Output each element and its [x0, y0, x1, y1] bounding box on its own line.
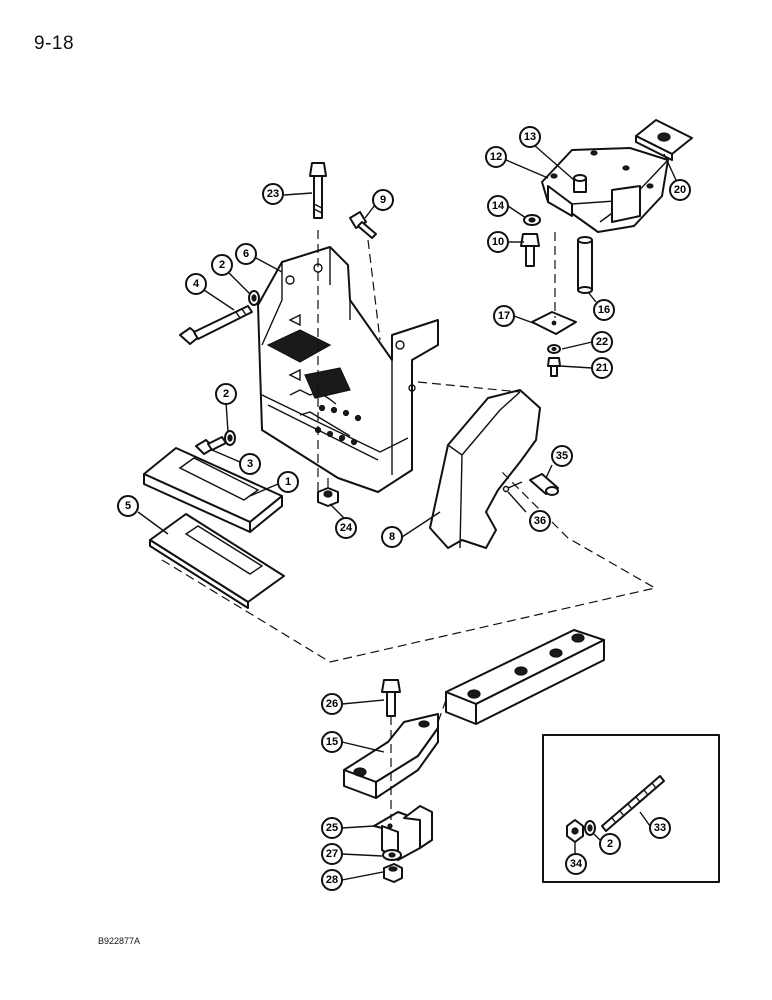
washer-2-inset [584, 820, 596, 836]
callout-24: 24 [335, 517, 357, 539]
svg-text:33: 33 [654, 822, 666, 834]
plate-5 [149, 513, 285, 609]
callout-20: 20 [669, 179, 691, 201]
nut-28 [383, 863, 403, 883]
svg-text:26: 26 [326, 698, 338, 710]
svg-text:9: 9 [380, 194, 386, 206]
callout-9: 9 [372, 189, 394, 211]
callout-34: 34 [565, 853, 587, 875]
callout-2-upper: 2 [211, 254, 233, 276]
bolt-21 [547, 357, 561, 377]
washer-14 [523, 214, 541, 226]
bolt-23 [309, 162, 327, 219]
callout-22: 22 [591, 331, 613, 353]
svg-text:21: 21 [596, 362, 608, 374]
svg-text:20: 20 [674, 184, 686, 196]
svg-text:23: 23 [267, 188, 279, 200]
bolt-3 [195, 436, 227, 455]
callout-26: 26 [321, 693, 343, 715]
svg-text:28: 28 [326, 874, 338, 886]
callout-33: 33 [649, 817, 671, 839]
guide-8 [429, 389, 541, 549]
callout-2-middle: 2 [215, 383, 237, 405]
callout-6: 6 [235, 243, 257, 265]
nut-34 [566, 819, 584, 843]
svg-text:6: 6 [243, 248, 249, 260]
svg-text:1: 1 [285, 476, 291, 488]
drawbar-support-bracket [257, 246, 439, 493]
callout-27: 27 [321, 843, 343, 865]
plate-17 [531, 311, 577, 335]
nut-24 [317, 487, 339, 507]
callout-25: 25 [321, 817, 343, 839]
callout-17: 17 [493, 305, 515, 327]
washer-27 [382, 849, 402, 861]
stud-13 [573, 174, 587, 193]
callout-28: 28 [321, 869, 343, 891]
svg-text:5: 5 [125, 500, 131, 512]
pin-16 [577, 236, 593, 294]
pad-20 [635, 119, 693, 161]
svg-text:8: 8 [389, 531, 395, 543]
washer-22 [547, 344, 561, 354]
svg-text:4: 4 [193, 278, 200, 290]
swivel-housing-12 [541, 147, 669, 233]
svg-text:13: 13 [524, 131, 536, 143]
page-number: 9-18 [34, 33, 75, 54]
washer-2-upper [248, 290, 260, 306]
callout-13: 13 [519, 126, 541, 148]
callout-4: 4 [185, 273, 207, 295]
bolt-10 [520, 233, 540, 267]
bolt-26 [381, 679, 401, 717]
bolt-9 [349, 211, 377, 239]
bracket-25 [373, 805, 433, 861]
svg-text:17: 17 [498, 310, 510, 322]
svg-text:12: 12 [490, 151, 502, 163]
clevis-15 [343, 713, 439, 799]
svg-text:22: 22 [596, 336, 608, 348]
svg-text:35: 35 [556, 450, 568, 462]
callout-2-inset: 2 [599, 833, 621, 855]
svg-text:27: 27 [326, 848, 338, 860]
callout-1: 1 [277, 471, 299, 493]
callout-10: 10 [487, 231, 509, 253]
figure-code: B922877A [98, 936, 141, 946]
svg-text:36: 36 [534, 515, 546, 527]
callout-16: 16 [593, 299, 615, 321]
callout-5: 5 [117, 495, 139, 517]
callout-36: 36 [529, 510, 551, 532]
callout-14: 14 [487, 195, 509, 217]
svg-text:2: 2 [223, 388, 229, 400]
svg-text:2: 2 [607, 838, 613, 850]
svg-text:2: 2 [219, 259, 225, 271]
bolt-4 [179, 305, 253, 345]
callout-21: 21 [591, 357, 613, 379]
callout-12: 12 [485, 146, 507, 168]
plate-1 [143, 447, 283, 533]
callout-35: 35 [551, 445, 573, 467]
drawbar [445, 629, 605, 725]
svg-text:3: 3 [247, 458, 253, 470]
callout-8: 8 [381, 526, 403, 548]
svg-text:24: 24 [340, 522, 353, 534]
callout-15: 15 [321, 731, 343, 753]
svg-text:34: 34 [570, 858, 583, 870]
svg-text:14: 14 [492, 200, 505, 212]
callout-23: 23 [262, 183, 284, 205]
leader-lines [137, 144, 677, 881]
stud-33 [601, 775, 665, 832]
svg-text:10: 10 [492, 236, 504, 248]
svg-text:15: 15 [326, 736, 338, 748]
washer-2-middle [224, 430, 236, 446]
svg-text:25: 25 [326, 822, 338, 834]
callout-3: 3 [239, 453, 261, 475]
svg-text:16: 16 [598, 304, 610, 316]
pin-35 [529, 473, 559, 496]
